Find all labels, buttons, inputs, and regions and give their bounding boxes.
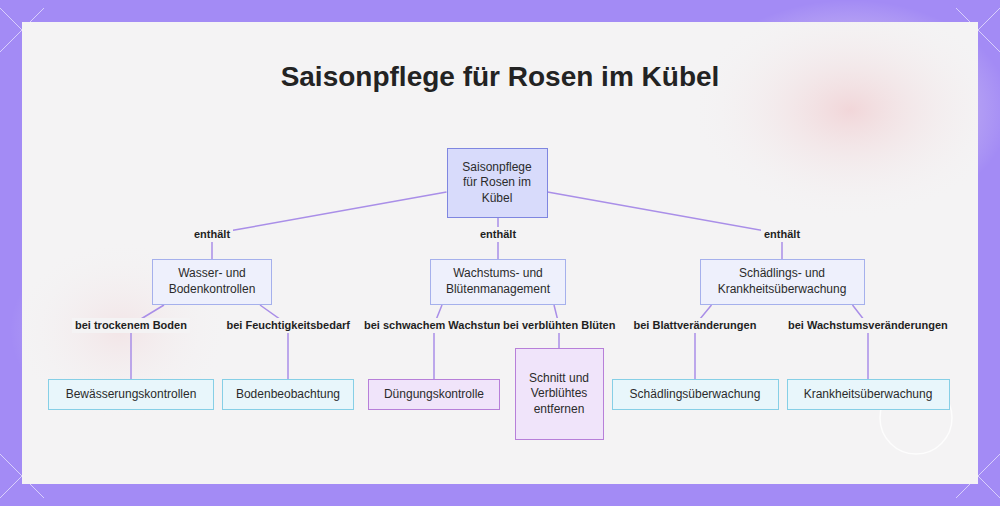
task-box: Schädlingsüberwachung xyxy=(612,379,779,410)
edge-label: bei schwachem Wachstum xyxy=(361,318,507,333)
task-box-highlight: Schnitt und Verblühtes entfernen xyxy=(515,348,604,440)
task-box: Krankheitsüberwachung xyxy=(787,379,950,410)
connector-line xyxy=(260,305,288,379)
category-box: Wachstums- und Blütenmanagement xyxy=(430,259,566,305)
node-text: Bewässerungskontrollen xyxy=(66,387,197,403)
edge-label: bei trockenem Boden xyxy=(72,318,190,333)
node-text: Schädlings- und Krankheitsüberwachung xyxy=(711,266,854,297)
task-box-highlight: Düngungskontrolle xyxy=(368,379,500,410)
node-text: Krankheitsüberwachung xyxy=(804,387,933,403)
edge-label: enthält xyxy=(477,227,519,242)
blurred-rose xyxy=(690,0,1000,220)
node-text: Wasser- und Bodenkontrollen xyxy=(163,266,261,297)
node-text: Schnitt und Verblühtes entfernen xyxy=(526,371,593,418)
edge-label: enthält xyxy=(191,227,233,242)
connector-line xyxy=(548,192,783,259)
edge-label: bei verblühten Blüten xyxy=(500,318,618,333)
root-box: Saisonpflege für Rosen im Kübel xyxy=(447,148,548,218)
node-text: Düngungskontrolle xyxy=(384,387,484,403)
node-text: Wachstums- und Blütenmanagement xyxy=(441,266,555,297)
task-box: Bewässerungskontrollen xyxy=(48,379,214,410)
edge-label: bei Feuchtigkeitsbedarf xyxy=(224,318,353,333)
edge-label: enthält xyxy=(761,227,803,242)
connector-line xyxy=(695,305,712,379)
node-text: Saisonpflege für Rosen im Kübel xyxy=(458,160,537,207)
node-text: Bodenbeobachtung xyxy=(236,387,340,403)
node-text: Schädlingsüberwachung xyxy=(630,387,761,403)
connector-line xyxy=(212,192,447,259)
category-box: Wasser- und Bodenkontrollen xyxy=(152,259,272,305)
task-box: Bodenbeobachtung xyxy=(222,379,354,410)
connector-line xyxy=(853,305,869,379)
edge-label: bei Wachstumsveränderungen xyxy=(785,318,951,333)
diagram-title: Saisonpflege für Rosen im Kübel xyxy=(0,61,1000,93)
category-box: Schädlings- und Krankheitsüberwachung xyxy=(700,259,865,305)
edge-label: bei Blattveränderungen xyxy=(631,318,760,333)
connector-line xyxy=(131,305,164,379)
connector-line xyxy=(434,305,442,379)
